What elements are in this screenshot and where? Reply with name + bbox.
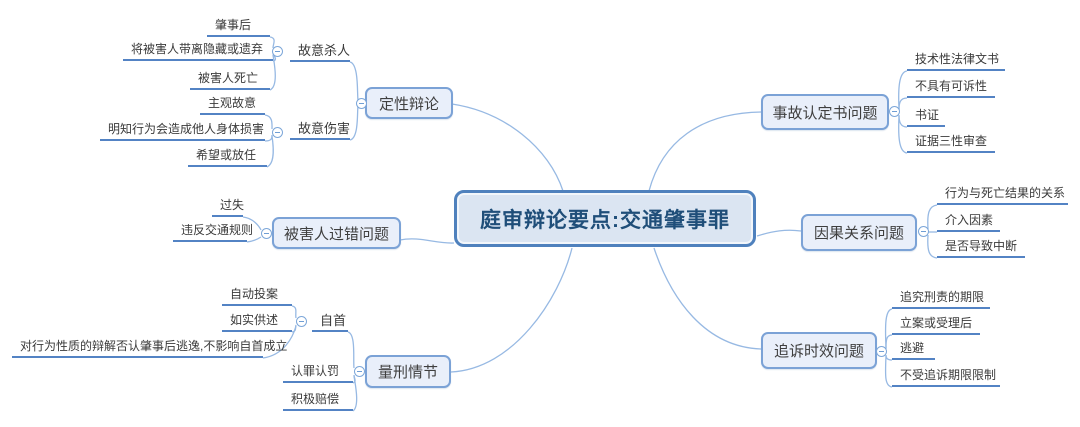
leaf-topic[interactable]: 不受追诉期限限制 [892, 367, 1000, 387]
leaf-topic[interactable]: 对行为性质的辩解否认肇事后逃逸,不影响自首成立 [12, 338, 287, 358]
leaf-topic[interactable]: 如实供述 [222, 312, 292, 332]
collapse-icon[interactable] [296, 316, 307, 327]
central-topic[interactable]: 庭审辩论要点:交通肇事罪 [454, 190, 756, 247]
minus-glyph [892, 111, 897, 112]
leaf-topic[interactable]: 自动投案 [222, 286, 292, 306]
leaf-topic[interactable]: 主观故意 [200, 95, 265, 115]
leaf-topic[interactable]: 书证 [907, 107, 945, 127]
leaf-topic[interactable]: 不具有可诉性 [907, 78, 995, 98]
leaf-topic[interactable]: 被害人死亡 [190, 70, 270, 90]
leaf-topic[interactable]: 立案或受理后 [892, 315, 980, 335]
topic-limitation[interactable]: 追诉时效问题 [761, 332, 877, 369]
minus-glyph [921, 231, 926, 232]
leaf-topic[interactable]: 是否导致中断 [937, 238, 1025, 258]
minus-glyph [299, 321, 304, 322]
leaf-topic[interactable]: 将被害人带离隐藏或遗弃 [123, 41, 273, 61]
minus-glyph [359, 103, 364, 104]
topic-victim-fault[interactable]: 被害人过错问题 [272, 217, 401, 249]
collapse-icon[interactable] [356, 98, 367, 109]
collapse-icon[interactable] [889, 106, 900, 117]
leaf-topic[interactable]: 肇事后 [207, 17, 270, 37]
minus-glyph [275, 132, 280, 133]
leaf-topic[interactable]: 明知行为会造成他人身体损害 [100, 121, 265, 141]
topic-accident-report[interactable]: 事故认定书问题 [761, 94, 889, 130]
minus-glyph [264, 233, 269, 234]
leaf-topic[interactable]: 积极赔偿 [283, 391, 353, 411]
subtopic-intentional-injury[interactable]: 故意伤害 [290, 120, 350, 140]
subtopic-voluntary-surrender[interactable]: 自首 [312, 312, 348, 332]
topic-sentencing[interactable]: 量刑情节 [365, 355, 451, 388]
leaf-topic[interactable]: 行为与死亡结果的关系 [937, 185, 1068, 205]
leaf-topic[interactable]: 证据三性审查 [907, 133, 995, 153]
leaf-topic[interactable]: 希望或放任 [188, 147, 267, 167]
minus-glyph [275, 51, 280, 52]
collapse-icon[interactable] [272, 46, 283, 57]
topic-qualitative-debate[interactable]: 定性辩论 [365, 87, 453, 119]
leaf-topic[interactable]: 介入因素 [937, 212, 1000, 232]
leaf-topic[interactable]: 逃避 [892, 340, 935, 360]
leaf-topic[interactable]: 认罪认罚 [283, 363, 353, 383]
collapse-icon[interactable] [272, 127, 283, 138]
minus-glyph [357, 371, 362, 372]
leaf-topic[interactable]: 过失 [212, 197, 244, 217]
topic-causation[interactable]: 因果关系问题 [801, 214, 917, 251]
leaf-topic[interactable]: 违反交通规则 [173, 222, 253, 242]
collapse-icon[interactable] [354, 366, 365, 377]
minus-glyph [879, 351, 884, 352]
leaf-topic[interactable]: 追究刑责的期限 [892, 289, 990, 309]
collapse-icon[interactable] [918, 226, 929, 237]
collapse-icon[interactable] [876, 346, 887, 357]
leaf-topic[interactable]: 技术性法律文书 [907, 51, 1005, 71]
subtopic-intentional-homicide[interactable]: 故意杀人 [290, 42, 350, 62]
collapse-icon[interactable] [261, 228, 272, 239]
